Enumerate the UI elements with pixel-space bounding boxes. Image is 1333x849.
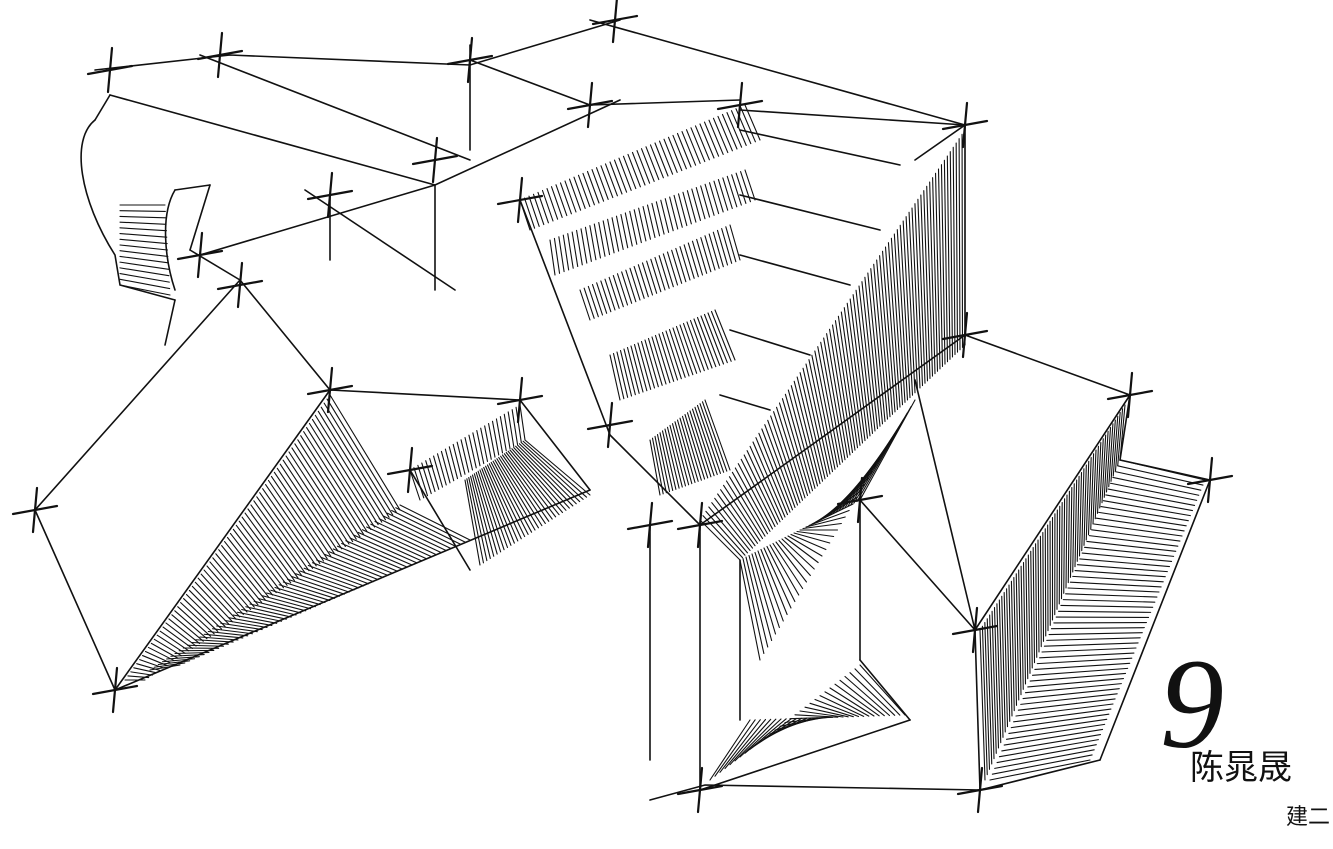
signature-class-mark: 建二	[1286, 804, 1331, 829]
hatching-strokes	[119, 104, 1206, 781]
intersection-markers	[11, 0, 1234, 814]
construction-lines	[34, 19, 1211, 801]
signature-name: 陈晁晟	[1190, 750, 1292, 787]
signature-number: 9	[1160, 633, 1224, 775]
